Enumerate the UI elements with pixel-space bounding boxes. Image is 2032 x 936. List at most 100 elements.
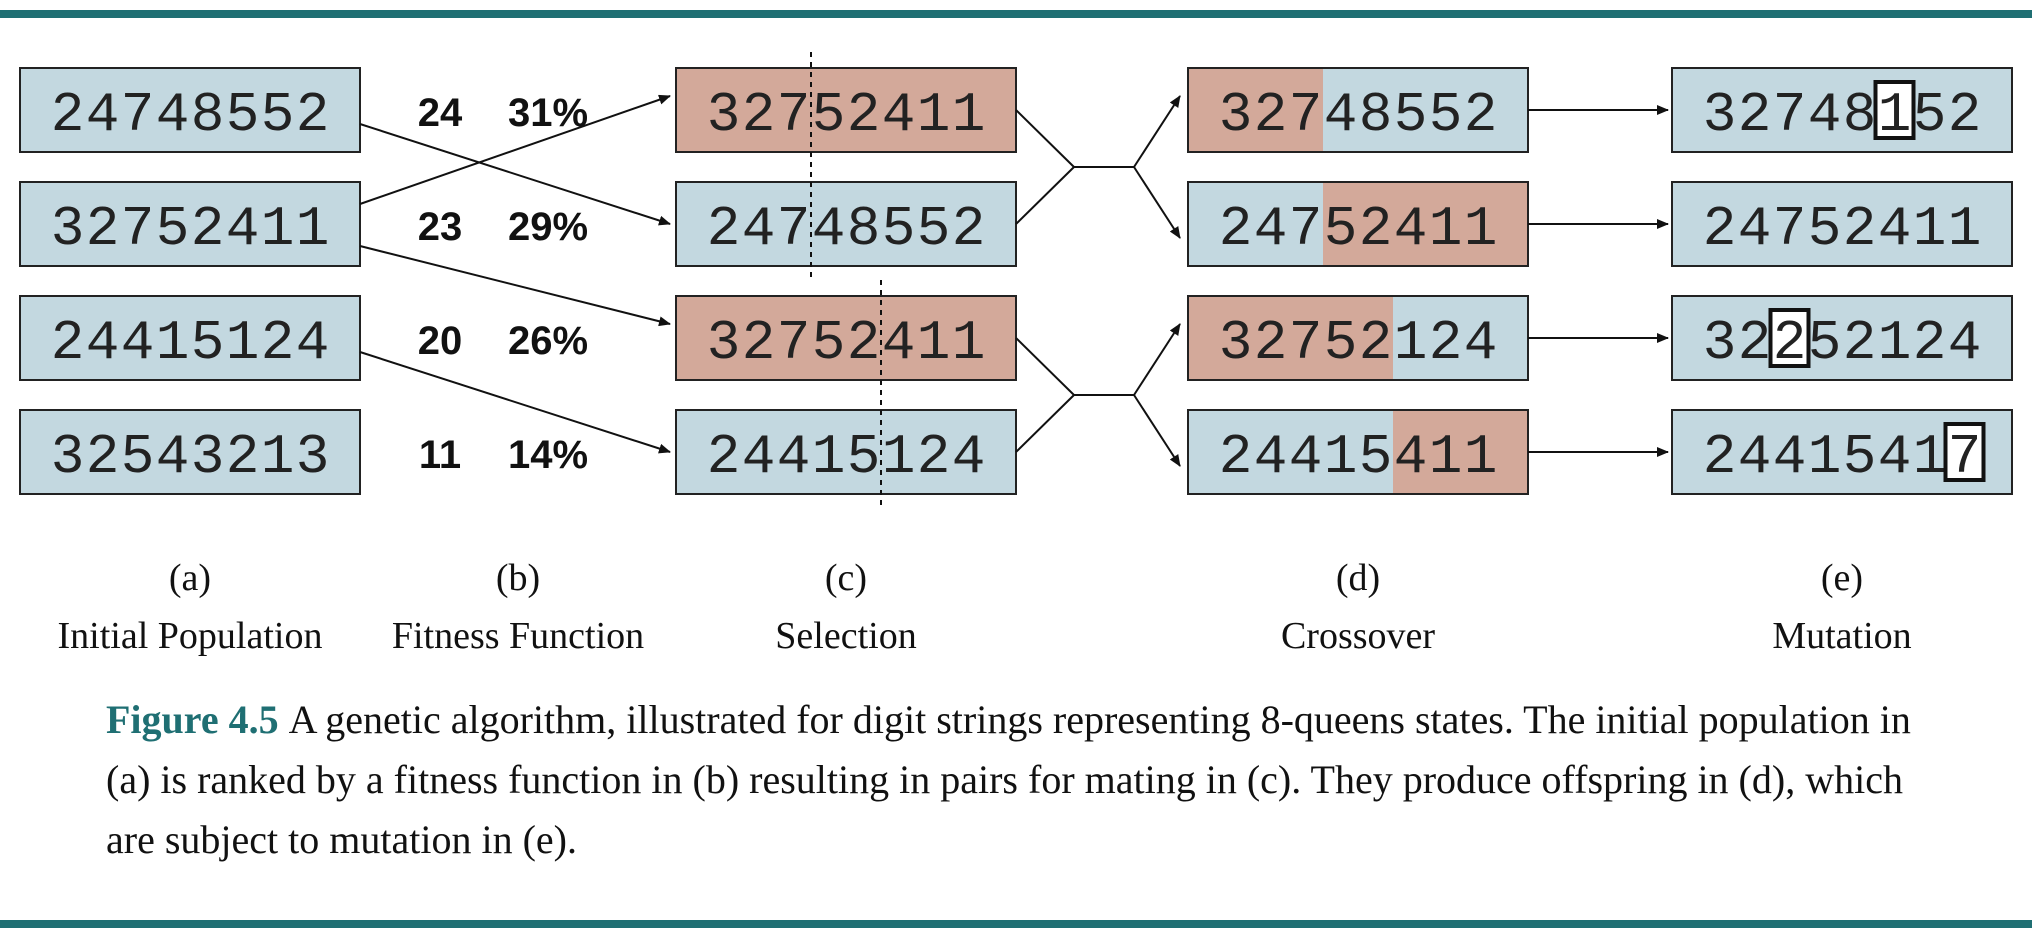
mutation-box-digit: 4 <box>1738 425 1772 489</box>
crossover-box-right-fill <box>1393 296 1528 380</box>
mutation-box-digit: 1 <box>1913 425 1947 489</box>
column-letter: (d) <box>1336 557 1380 599</box>
crossover-box-left-fill <box>1188 182 1323 266</box>
mutation-box-digit: 5 <box>1808 311 1842 375</box>
crossover-box-digit: 2 <box>1359 197 1393 261</box>
selection-box-digit: 1 <box>952 83 986 147</box>
mutation-box-digit: 4 <box>1808 83 1842 147</box>
crossover-box-left-fill <box>1188 296 1393 380</box>
selection-box-digit: 2 <box>707 425 741 489</box>
selection-box <box>675 67 1017 153</box>
crossover-box-digit: 2 <box>1429 311 1463 375</box>
fitness-score: 24 <box>418 91 463 135</box>
column-title: Mutation <box>1772 615 1911 657</box>
crossover-box-digit: 1 <box>1429 425 1463 489</box>
population-box <box>19 409 361 495</box>
crossover-box-digit: 7 <box>1289 83 1323 147</box>
selection-box-digit: 1 <box>812 425 846 489</box>
population-box <box>19 181 361 267</box>
population-box-digit: 3 <box>296 425 330 489</box>
population-box-digit: 2 <box>191 197 225 261</box>
fitness-score: 11 <box>419 433 461 477</box>
crossover-box-digit: 2 <box>1359 311 1393 375</box>
crossover-box-digit: 1 <box>1429 197 1463 261</box>
column-letter: (c) <box>825 557 867 599</box>
mutation-box-digit: 3 <box>1703 83 1737 147</box>
mutation-box-digit: 2 <box>1738 311 1772 375</box>
selection-box-digit: 2 <box>917 425 951 489</box>
crossover-box-digit: 3 <box>1219 311 1253 375</box>
crossover-box <box>1187 295 1529 381</box>
population-box-digit: 4 <box>156 83 190 147</box>
crossover-box-digit: 1 <box>1464 425 1498 489</box>
population-box <box>19 295 361 381</box>
crossover-box-digit: 4 <box>1324 83 1358 147</box>
figure-label: Figure 4.5 <box>106 697 279 742</box>
bottom-rule <box>0 920 2032 928</box>
mutation-box-digit: 2 <box>1703 425 1737 489</box>
population-box-digit: 3 <box>191 425 225 489</box>
selection-box-digit: 3 <box>707 311 741 375</box>
mutation-box-fill <box>1672 68 2012 152</box>
selection-box-digit: 3 <box>707 83 741 147</box>
selection-box-digit: 4 <box>742 197 776 261</box>
mutation-box-digit: 2 <box>1948 83 1982 147</box>
mutation-box-digit: 7 <box>1773 197 1807 261</box>
crossover-box-left-fill <box>1188 410 1393 494</box>
crossover-box-digit: 8 <box>1359 83 1393 147</box>
column-letter: (e) <box>1821 557 1863 599</box>
mutation-box-digit: 5 <box>1808 197 1842 261</box>
crossover-box-digit: 2 <box>1219 425 1253 489</box>
population-box-digit: 4 <box>86 311 120 375</box>
mutation-box-digit: 5 <box>1913 83 1947 147</box>
population-box-digit: 4 <box>86 83 120 147</box>
population-box-digit: 3 <box>51 197 85 261</box>
population-box-digit: 2 <box>86 197 120 261</box>
population-box-digit: 2 <box>261 311 295 375</box>
crossover-arrow <box>1133 95 1181 168</box>
column-title: Selection <box>775 615 916 657</box>
population-box-digit: 2 <box>51 83 85 147</box>
population-box-border <box>19 181 361 267</box>
mutation-box-digit: 1 <box>1808 425 1842 489</box>
selection-box-digit: 5 <box>812 311 846 375</box>
population-box-digit: 1 <box>261 197 295 261</box>
population-box-digit: 1 <box>226 311 260 375</box>
selection-arrow <box>359 351 671 454</box>
crossover-box-digit: 2 <box>1254 83 1288 147</box>
crossover-join-line <box>1015 337 1075 396</box>
population-box-digit: 2 <box>226 425 260 489</box>
crossover-arrow <box>1133 323 1181 396</box>
mutation-box-digit: 7 <box>1948 425 1982 489</box>
population-box-border <box>19 409 361 495</box>
crossover-box <box>1187 409 1529 495</box>
selection-box-fill <box>676 68 1016 152</box>
population-box-digit: 5 <box>226 83 260 147</box>
fitness-percent: 14% <box>508 433 588 477</box>
selection-arrow <box>359 94 671 205</box>
crossover-box-digit: 1 <box>1464 197 1498 261</box>
crossover-box-digit: 4 <box>1464 311 1498 375</box>
mutation-box-digit: 2 <box>1773 311 1807 375</box>
mutation-box-border <box>1671 181 2013 267</box>
crossover-box-right-fill <box>1393 410 1528 494</box>
selection-box-digit: 1 <box>917 311 951 375</box>
crossover-box-digit: 1 <box>1394 311 1428 375</box>
mutation-box-digit: 2 <box>1913 311 1947 375</box>
selection-box-digit: 5 <box>847 425 881 489</box>
crossover-box <box>1187 67 1529 153</box>
selection-box <box>675 295 1017 381</box>
fitness-percent: 26% <box>508 319 588 363</box>
crossover-box-right-fill <box>1323 182 1528 266</box>
selection-box-digit: 7 <box>777 311 811 375</box>
population-box-digit: 2 <box>86 425 120 489</box>
crossover-box-digit: 5 <box>1394 83 1428 147</box>
crossover-box-digit: 3 <box>1219 83 1253 147</box>
crossover-box-digit: 5 <box>1324 197 1358 261</box>
population-box-digit: 4 <box>121 311 155 375</box>
population-box-digit: 7 <box>121 197 155 261</box>
selection-box-fill <box>676 182 1016 266</box>
population-box-fill <box>20 68 360 152</box>
population-box-digit: 5 <box>261 83 295 147</box>
